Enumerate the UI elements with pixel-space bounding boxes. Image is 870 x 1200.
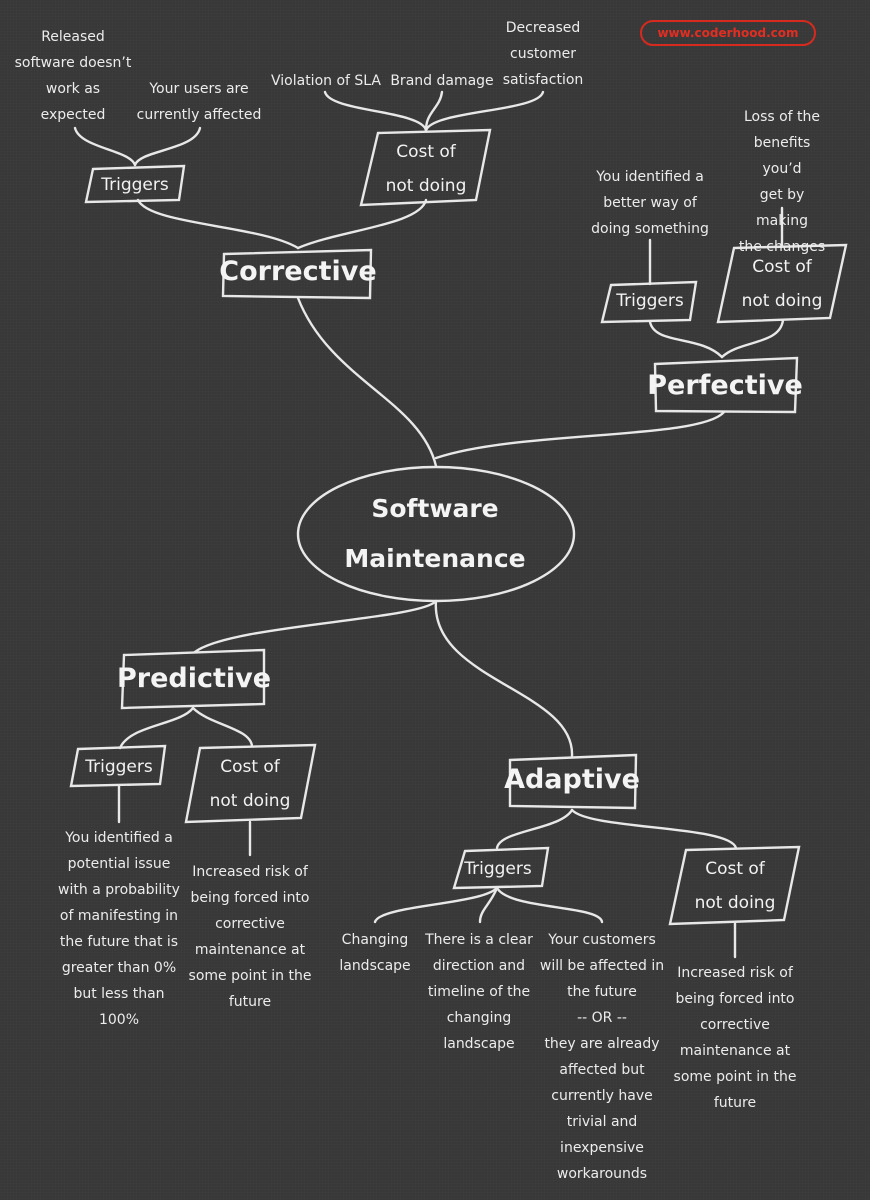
predictive-triggers-label: Triggers [85,757,153,777]
predictive-triggers-box [69,744,167,788]
corrective-triggers-label: Triggers [101,175,169,195]
connector-triggers-users [133,126,202,167]
corrective-triggers-box [84,164,186,204]
connector-cost-satisfaction [424,90,545,132]
center-node-label: Software Maintenance [344,494,526,573]
adaptive-cost-box [668,845,801,926]
predictive-cost-text: Increased risk of being forced into corr… [188,864,312,1010]
adaptive-triggers-box [452,846,550,890]
corrective-label: Corrective [219,256,377,287]
connector-adaptive-cost [570,808,738,850]
perfective-triggers-label: Triggers [616,291,684,311]
connector-center-predictive [193,599,438,654]
perfective-box [653,356,799,414]
brand-url[interactable]: www.coderhood.com [640,20,816,46]
connector-adaptive-trigger-1 [373,886,499,924]
predictive-label: Predictive [116,663,272,694]
adaptive-triggers-label: Triggers [464,859,532,879]
predictive-trigger-text: You identified a potential issue with a … [58,830,180,1028]
connector-corrective-triggers [136,198,300,250]
adaptive-box [508,753,638,810]
adaptive-trigger-customers: Your customers will be affected in the f… [539,932,665,1182]
connector-corrective-cost [296,198,428,250]
connector-perfective-cost [720,318,785,359]
connector-cost-sla [323,90,428,132]
adaptive-label: Adaptive [504,764,640,795]
perfective-triggers-box [600,280,698,324]
connector-adaptive-trigger-3 [495,886,604,924]
connector-adaptive-trigger-2 [478,886,499,924]
predictive-box [120,648,266,710]
connector-center-adaptive [434,599,574,758]
perfective-trigger-text: You identified a better way of doing som… [591,169,709,237]
connector-predictive-cost [191,706,254,748]
corrective-cost-label: Cost of not doing [385,142,467,196]
perfective-cost-box [716,243,848,324]
corrective-cost-brand: Brand damage [390,73,494,89]
corrective-cost-box [359,128,492,207]
perfective-cost-text: Loss of the benefits you’d get by making… [738,109,826,255]
connector-adaptive-triggers [495,808,574,850]
connector-cost-brand [424,90,444,132]
connector-center-perfective [434,410,726,460]
perfective-cost-label: Cost of not doing [741,257,823,311]
corrective-trigger-users: Your users are currently affected [136,81,262,123]
corrective-box [221,248,373,300]
connector-predictive-triggers [118,706,195,750]
corrective-cost-satisfaction: Decreased customer satisfaction [502,20,584,88]
predictive-cost-box [184,743,317,824]
connector-center-corrective [296,296,438,468]
adaptive-cost-text: Increased risk of being forced into corr… [673,965,797,1111]
adaptive-trigger-changing: Changing landscape [339,932,411,974]
connector-perfective-triggers [648,320,724,359]
adaptive-trigger-direction: There is a clear direction and timeline … [425,932,533,1052]
connector-triggers-released [73,126,137,167]
corrective-cost-sla: Violation of SLA [271,73,381,89]
corrective-trigger-released: Released software doesn’t work as expect… [14,29,132,123]
perfective-label: Perfective [647,370,803,401]
predictive-cost-label: Cost of not doing [209,757,291,811]
adaptive-cost-label: Cost of not doing [694,859,776,913]
